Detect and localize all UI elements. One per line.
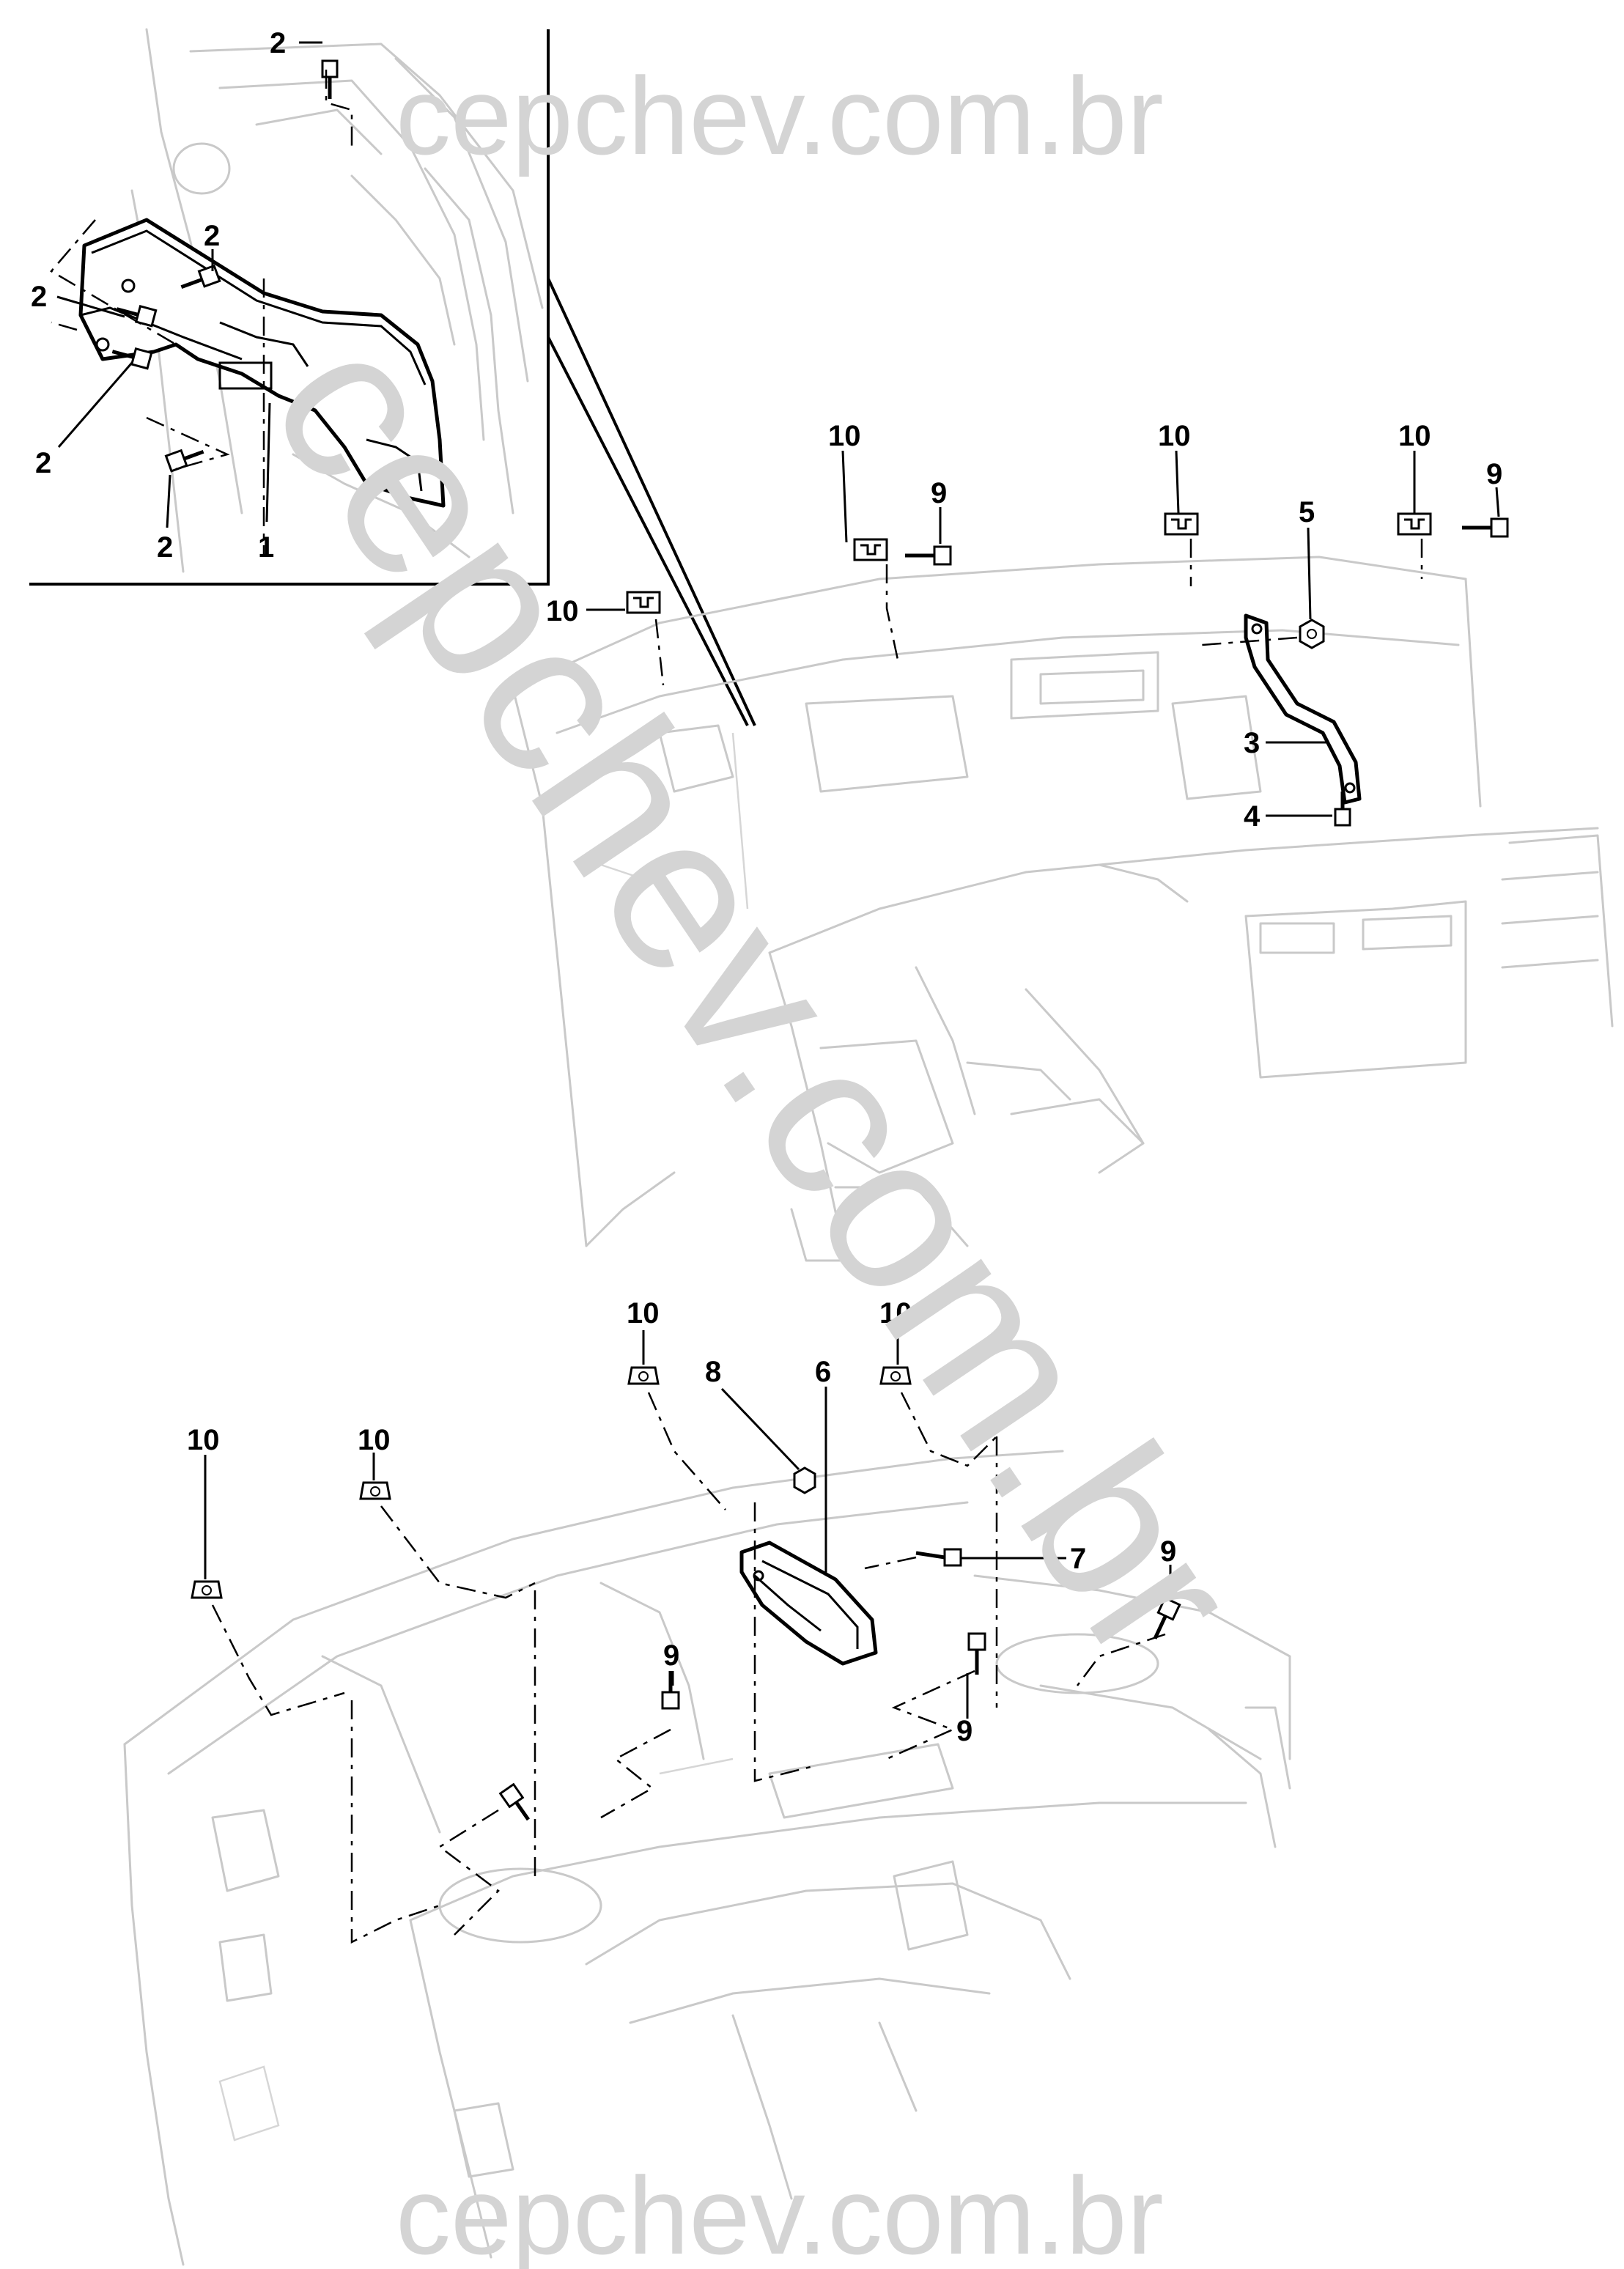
bolt-icon <box>180 264 221 289</box>
callout-10: 10 <box>546 595 579 627</box>
clip-icon <box>1164 512 1199 536</box>
alignment-line <box>885 564 899 660</box>
leader-line <box>841 450 848 543</box>
leader-line <box>1307 527 1312 620</box>
callout-2: 2 <box>270 27 286 59</box>
alignment-line <box>211 1604 345 1716</box>
alignment-line <box>146 416 230 471</box>
callout-9: 9 <box>663 1639 679 1672</box>
bottom-assembly: 10 10 8 6 10 10 7 9 9 9 <box>123 1297 1291 2266</box>
screw-icon <box>661 1671 680 1710</box>
screw-icon <box>1153 1596 1181 1639</box>
leader-line <box>265 402 271 523</box>
callout-10: 10 <box>828 420 861 452</box>
part-5-nut <box>1299 619 1325 649</box>
alignment-line <box>438 1809 500 1936</box>
alignment-line <box>600 1728 671 1819</box>
alignment-line <box>864 1556 917 1570</box>
clip-icon <box>359 1481 391 1500</box>
callout-6: 6 <box>815 1356 831 1388</box>
part-8-nut <box>793 1466 816 1494</box>
watermark-top: cepchev.com.br <box>396 54 1164 177</box>
clip-icon <box>879 1366 912 1385</box>
alignment-line <box>50 219 177 346</box>
part-6-bracket <box>739 1541 878 1666</box>
clip-icon <box>1397 512 1432 536</box>
leader-line <box>166 474 171 528</box>
callout-9: 9 <box>931 477 947 509</box>
screw-icon <box>498 1782 530 1821</box>
leader-line <box>720 1387 800 1471</box>
callout-9: 9 <box>1486 458 1502 490</box>
alignment-line <box>1077 1633 1166 1686</box>
callout-10: 10 <box>187 1424 220 1456</box>
callout-10: 10 <box>358 1424 391 1456</box>
bottom-body-ghost <box>123 1450 1291 2266</box>
callout-1: 1 <box>258 531 274 564</box>
leader-line <box>1495 487 1500 517</box>
alignment-line <box>325 70 353 147</box>
leader-line <box>56 295 125 318</box>
zoom-line-upper <box>547 278 756 726</box>
callout-10: 10 <box>879 1297 912 1329</box>
screw-icon <box>905 545 952 566</box>
callout-4: 4 <box>1244 800 1261 833</box>
screw-icon <box>967 1632 986 1675</box>
clip-icon <box>853 538 888 561</box>
bolt-icon <box>116 304 158 328</box>
bolt-icon <box>164 449 204 473</box>
callout-10: 10 <box>627 1297 660 1329</box>
callout-10: 10 <box>1158 420 1191 452</box>
inset-frame <box>29 29 550 586</box>
callout-9: 9 <box>956 1715 972 1747</box>
callout-9: 9 <box>1160 1535 1176 1568</box>
callout-7: 7 <box>1070 1543 1086 1575</box>
part-1-bracket <box>78 218 446 508</box>
clip-icon <box>627 1366 660 1385</box>
callout-3: 3 <box>1244 727 1260 759</box>
leader-line <box>57 362 133 448</box>
callout-2: 2 <box>204 220 220 252</box>
alignment-line <box>350 1700 440 1944</box>
part-3-strut <box>1244 613 1362 805</box>
callout-5: 5 <box>1299 496 1315 528</box>
alignment-line <box>654 619 665 686</box>
alignment-line <box>753 1502 814 1782</box>
middle-assembly: 10 9 10 10 9 5 10 3 4 <box>512 420 1614 1262</box>
callout-2: 2 <box>31 281 47 313</box>
part-7-bolt <box>915 1548 962 1567</box>
middle-body-ghost <box>512 556 1614 1262</box>
clip-icon <box>191 1580 223 1599</box>
alignment-line <box>900 1392 997 1467</box>
alignment-line <box>1201 636 1298 646</box>
screw-icon <box>1462 517 1509 538</box>
leader-line <box>1175 450 1180 514</box>
clip-icon <box>626 591 661 614</box>
alignment-line <box>647 1392 726 1510</box>
callout-2: 2 <box>157 531 173 564</box>
inset-detail: 2 2 2 2 2 1 <box>29 27 756 726</box>
alignment-line <box>51 321 78 331</box>
callout-2: 2 <box>35 447 51 479</box>
part-4-bolt <box>1334 792 1351 827</box>
alignment-line <box>886 1670 975 1760</box>
alignment-line <box>380 1505 536 1599</box>
zoom-line-lower <box>547 336 749 726</box>
watermark-bottom: cepchev.com.br <box>396 2154 1164 2269</box>
bolt-icon <box>321 59 339 99</box>
callout-10: 10 <box>1398 420 1431 452</box>
bolt-icon <box>111 347 153 370</box>
callout-8: 8 <box>705 1356 721 1388</box>
